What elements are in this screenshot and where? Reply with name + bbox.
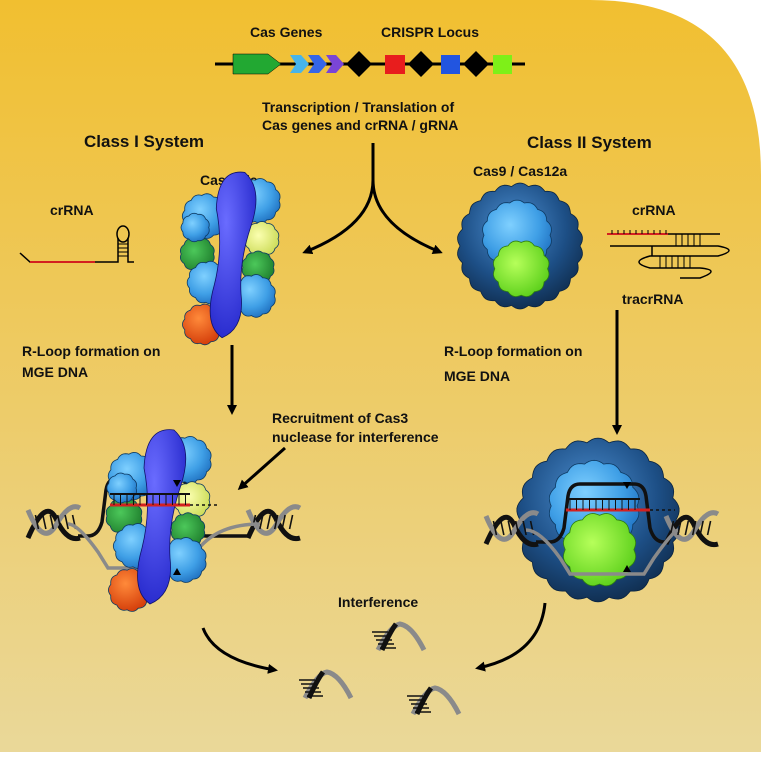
cas-gene-purple	[326, 55, 344, 73]
cas-gene-blue	[308, 55, 327, 73]
cleavage-site-marker	[173, 480, 181, 487]
class2-crrna-label: crRNA	[632, 202, 676, 218]
class1-title: Class I System	[84, 132, 204, 151]
recruitment-line-2: nuclease for interference	[272, 429, 439, 445]
cascade-subunit-light-blue	[180, 212, 210, 243]
cas9-nuc-lobe	[562, 513, 637, 587]
crispr-locus-label: CRISPR Locus	[381, 24, 479, 40]
cascade-complex	[180, 171, 281, 346]
class1-rloop-line-1: R-Loop formation on	[22, 343, 160, 359]
repeat-diamond	[408, 51, 434, 77]
class1-crrna-label: crRNA	[50, 202, 94, 218]
tracrrna-label: tracrRNA	[622, 291, 683, 307]
dna-fragments	[299, 621, 462, 716]
recruitment-arrow	[237, 446, 286, 490]
dna-fragment	[299, 669, 354, 700]
cascade-bound-complex	[105, 429, 212, 612]
dna-non-target-strand	[525, 528, 679, 576]
dna-fragment	[407, 685, 462, 716]
dna-helix	[245, 504, 302, 542]
spacer-lime	[493, 55, 512, 74]
class1-rloop-line-2: MGE DNA	[22, 364, 88, 380]
dna-fragment	[372, 621, 427, 652]
class2-rloop	[483, 437, 720, 603]
gene-locus	[215, 51, 525, 77]
transcription-line-2: Cas genes and crRNA / gRNA	[262, 117, 458, 133]
cas-genes-label: Cas Genes	[250, 24, 323, 40]
repeat-diamond	[346, 51, 372, 77]
dna-helix	[25, 504, 82, 542]
interference-label: Interference	[338, 594, 418, 610]
cas-gene-green	[232, 53, 282, 75]
class1-rloop	[25, 429, 302, 612]
class2-title: Class II System	[527, 133, 652, 152]
cascade-core-protein	[209, 171, 257, 339]
spacer-red	[385, 55, 405, 74]
cas9-cas12a-label: Cas9 / Cas12a	[473, 163, 567, 179]
cleavage-site-marker	[623, 565, 631, 572]
cleavage-site-marker	[623, 482, 631, 489]
spacer-blue	[441, 55, 460, 74]
class1-interference-arrow	[201, 627, 278, 674]
split-arrow	[302, 143, 443, 255]
cas-gene-light-blue	[290, 55, 309, 73]
dna-target-strand	[536, 482, 668, 544]
class2-interference-arrow	[475, 602, 547, 672]
dna-helix	[483, 510, 540, 548]
class1-crrna-hairpin	[19, 225, 134, 263]
cascade-core-protein	[137, 429, 187, 605]
cleavage-site-marker	[173, 568, 181, 575]
cas9-complex	[457, 182, 583, 310]
transcription-line-1: Transcription / Translation of	[262, 99, 454, 115]
repeat-diamond	[463, 51, 489, 77]
class2-rloop-line-2: MGE DNA	[444, 368, 510, 384]
cascade-subunit-light-blue	[106, 472, 138, 504]
crrna-target-duplex	[110, 493, 220, 507]
crrna-target-duplex	[566, 498, 675, 512]
class2-crrna-tracrrna	[607, 230, 730, 279]
class2-rloop-line-1: R-Loop formation on	[444, 343, 582, 359]
cas9-nuc-lobe	[492, 240, 550, 298]
cas9-bound-complex	[516, 437, 680, 603]
recruitment-line-1: Recruitment of Cas3	[272, 410, 408, 426]
